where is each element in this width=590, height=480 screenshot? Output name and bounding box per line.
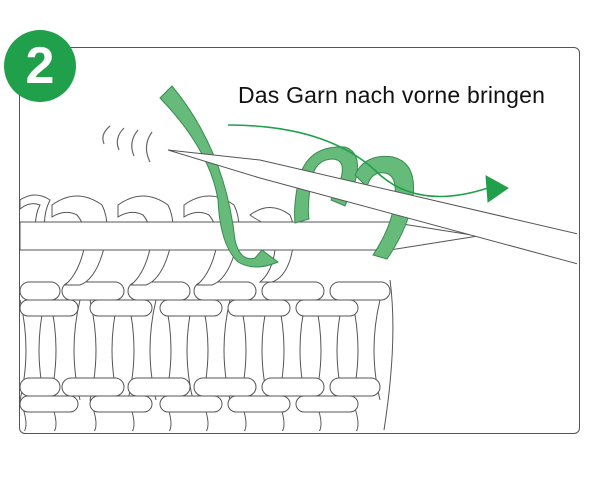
right-knitting-needle xyxy=(167,149,577,265)
direction-arrow-line xyxy=(227,124,489,198)
yarn-strand xyxy=(159,85,415,268)
knitted-fabric xyxy=(20,279,394,431)
instruction-caption: Das Garn nach vorne bringen xyxy=(238,82,546,108)
step-number-badge: 2 xyxy=(4,30,76,102)
step-number: 2 xyxy=(25,37,55,95)
left-knitting-needle xyxy=(20,221,479,251)
direction-arrow-head xyxy=(485,175,509,203)
motion-marks xyxy=(102,125,153,163)
